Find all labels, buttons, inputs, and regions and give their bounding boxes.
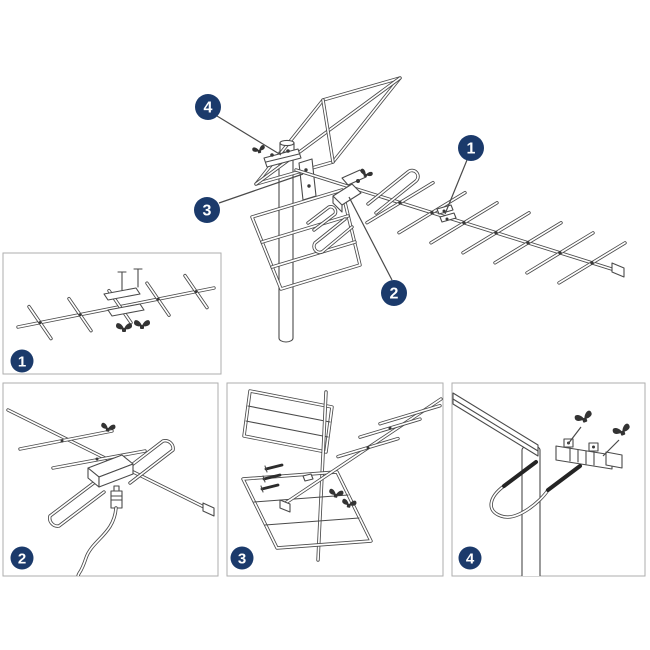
detail-panel-4-drawing <box>452 392 632 576</box>
lower-reflector-panel <box>250 188 362 291</box>
panel-3-number: 3 <box>238 550 246 567</box>
director-elements <box>365 181 627 285</box>
u-bolt <box>489 460 582 519</box>
callout-4-number: 4 <box>204 100 213 117</box>
leader-line-3 <box>218 173 304 204</box>
panel-2-number: 2 <box>18 550 26 567</box>
leader-line-4 <box>216 115 282 156</box>
panel-1-label: 1 <box>10 349 34 373</box>
lower-grid-panel <box>241 470 373 550</box>
mast <box>278 151 294 343</box>
panel-4-label: 4 <box>458 546 482 570</box>
panel-1-number: 1 <box>18 353 26 370</box>
detail-panel-3-drawing <box>241 389 443 562</box>
mounting-screws <box>260 463 284 493</box>
leader-line-2 <box>348 196 393 281</box>
callout-2: 2 <box>381 280 407 306</box>
boom-end <box>452 392 539 457</box>
panel-4-number: 4 <box>466 550 475 567</box>
callout-1-number: 1 <box>467 141 476 158</box>
callout-2-circle <box>381 280 407 306</box>
boom-end-cap <box>611 262 625 278</box>
wing-nuts <box>567 409 632 457</box>
callout-4-circle <box>195 94 221 120</box>
detail-panel-3-box <box>226 382 444 577</box>
callout-leader-lines <box>216 115 468 281</box>
folded-dipole <box>306 168 420 255</box>
panel-1-label-circle <box>10 349 34 373</box>
upper-grid-panel <box>242 389 334 454</box>
detail-panel-1-drawing <box>16 268 216 341</box>
balun-box <box>332 168 374 213</box>
leader-line-1 <box>444 159 468 215</box>
detail-panel-2-drawing <box>6 408 215 576</box>
callout-2-number: 2 <box>390 286 399 303</box>
element-clamp <box>436 204 457 223</box>
panel-mast-clamp <box>251 144 302 168</box>
callout-4: 4 <box>195 94 221 120</box>
panel-2-label: 2 <box>10 546 34 570</box>
callout-1: 1 <box>458 135 484 161</box>
callout-3-circle <box>194 197 220 223</box>
main-illustration <box>250 76 627 343</box>
boom-mast-bracket <box>298 158 317 201</box>
callout-1-circle <box>458 135 484 161</box>
panel-3-label: 3 <box>230 546 254 570</box>
callout-3-number: 3 <box>203 203 212 220</box>
panel-2-label-circle <box>10 546 34 570</box>
panel-3-label-circle <box>230 546 254 570</box>
callout-3: 3 <box>194 197 220 223</box>
top-reflector-panel <box>254 76 402 186</box>
panel-4-label-circle <box>458 546 482 570</box>
